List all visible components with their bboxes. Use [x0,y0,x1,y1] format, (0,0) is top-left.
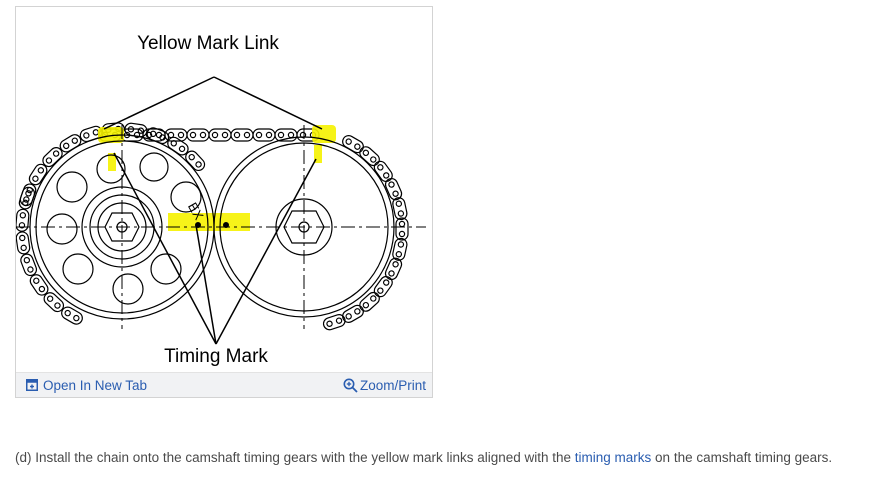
zoom-print-link[interactable]: Zoom/Print [343,378,426,393]
label-timing-mark: Timing Mark [164,346,268,367]
center-lines [16,125,426,329]
zoom-print-label: Zoom/Print [359,377,426,393]
figure-toolbar: Open In New Tab Zoom/Print [16,372,432,397]
chain-link [392,197,408,221]
chain-link [185,150,206,172]
chain-link [29,274,49,296]
chain-link [16,231,31,255]
chain-link [18,186,36,210]
chain-link [16,208,30,232]
chain-link [384,177,403,201]
timing-chain-diagram: Yellow Mark Link Timing Mark EX [16,33,426,367]
chain-link [322,314,346,331]
chain-link [395,217,409,241]
chain-link [373,160,393,183]
chain-link [186,128,210,142]
chain-link [342,304,364,323]
timing-marks-link[interactable]: timing marks [574,450,652,465]
chain-link [20,253,38,277]
chain-link [208,128,232,142]
open-in-new-tab-label: Open In New Tab [43,377,148,393]
label-yellow-mark-link: Yellow Mark Link [137,33,279,54]
chain-link [359,146,380,167]
open-in-new-tab-icon [26,379,38,391]
instruction-after: on the camshaft timing gears. [651,450,833,465]
chain-link [43,292,65,313]
open-in-new-tab-link[interactable]: Open In New Tab [26,378,147,393]
chain-link [359,291,380,312]
figure-card: Yellow Mark Link Timing Mark EX Open In … [15,6,433,398]
chain-link [384,257,403,281]
timing-mark-arrows [103,76,323,345]
chain-link [28,163,48,186]
chain-link [252,128,276,142]
instruction-before: (d) Install the chain onto the camshaft … [15,450,575,465]
zoom-in-icon [343,378,358,393]
instruction-text: (d) Install the chain onto the camshaft … [15,448,865,468]
chain-link [230,128,254,142]
chain-link [392,237,408,261]
mark-dots [195,222,229,228]
chain-link [373,275,393,298]
